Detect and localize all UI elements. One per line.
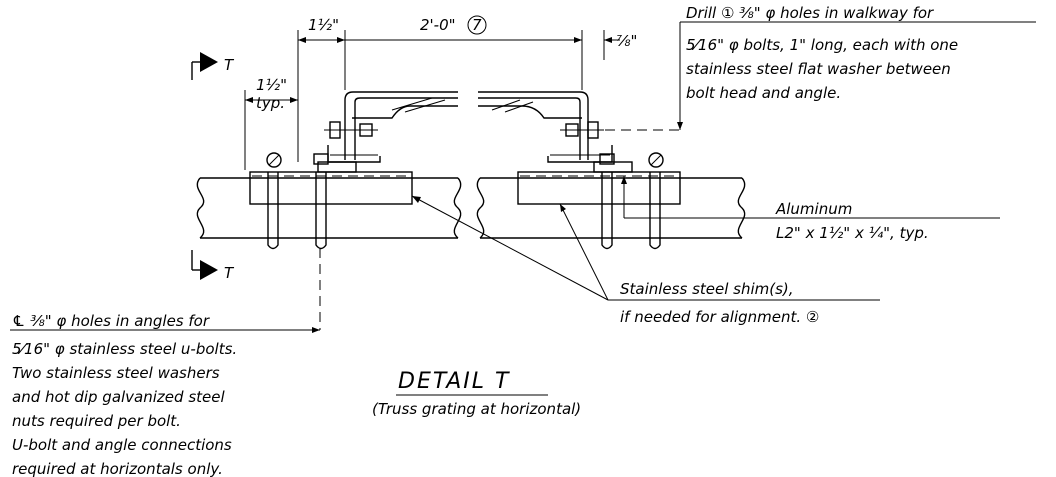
centerline-note-line-3: Two stainless steel washers: [12, 364, 220, 382]
centerline-note-line-1: ℄ ⅜" φ holes in angles for: [12, 312, 210, 330]
ref-circle-7: [467, 15, 487, 35]
detail-subtitle: (Truss grating at horizontal): [372, 400, 581, 418]
dim-main-span-ref: 7: [472, 16, 482, 34]
dimension-lines: [244, 22, 683, 330]
aluminum-note-line-1: Aluminum: [775, 200, 852, 218]
centerline-note-line-4: and hot dip galvanized steel: [12, 388, 225, 406]
dim-left-typ-value: 1½": [256, 76, 287, 94]
detail-title-block: DETAIL T (Truss grating at horizontal): [372, 369, 581, 418]
drill-note-line-2: 5⁄16" φ bolts, 1" long, each with one: [686, 36, 958, 54]
centerline-note: ℄ ⅜" φ holes in angles for 5⁄16" φ stain…: [10, 312, 320, 477]
right-u-bolts: [601, 152, 664, 250]
walkway-grating: [324, 91, 613, 163]
left-u-bolts: [266, 152, 327, 250]
left-pipe: [196, 177, 462, 239]
centerline-note-line-7: required at horizontals only.: [12, 460, 223, 477]
aluminum-note: Aluminum L2" x 1½" x ¼", typ.: [621, 176, 1000, 242]
shim-note-line-2: if needed for alignment. ②: [620, 308, 819, 326]
dim-right-gap: ⅞": [616, 32, 637, 50]
right-pipe: [476, 177, 746, 239]
centerline-note-line-6: U-bolt and angle connections: [12, 436, 232, 454]
section-mark-bottom: T: [191, 250, 235, 282]
shim-note: Stainless steel shim(s), if needed for a…: [411, 195, 880, 326]
section-mark-top: T: [191, 52, 235, 80]
right-angle: [517, 153, 681, 205]
aluminum-note-line-2: L2" x 1½" x ¼", typ.: [776, 224, 929, 242]
dim-main-span: 2'-0": [420, 16, 456, 34]
shim-note-line-1: Stainless steel shim(s),: [620, 280, 794, 298]
section-mark-bottom-label: T: [224, 264, 235, 282]
drill-note-line-1: Drill ① ⅜" φ holes in walkway for: [686, 4, 934, 22]
dim-left-typ-word: typ.: [256, 94, 285, 112]
drill-note-line-3: stainless steel flat washer between: [686, 60, 951, 78]
section-mark-top-label: T: [224, 56, 235, 74]
detail-title: DETAIL T: [398, 369, 511, 394]
centerline-note-line-2: 5⁄16" φ stainless steel u-bolts.: [12, 340, 237, 358]
dim-left-spacing: 1½": [308, 16, 339, 34]
centerline-note-line-5: nuts required per bolt.: [12, 412, 181, 430]
drill-note-line-4: bolt head and angle.: [686, 84, 841, 102]
drill-note: Drill ① ⅜" φ holes in walkway for 5⁄16" …: [680, 4, 1036, 102]
